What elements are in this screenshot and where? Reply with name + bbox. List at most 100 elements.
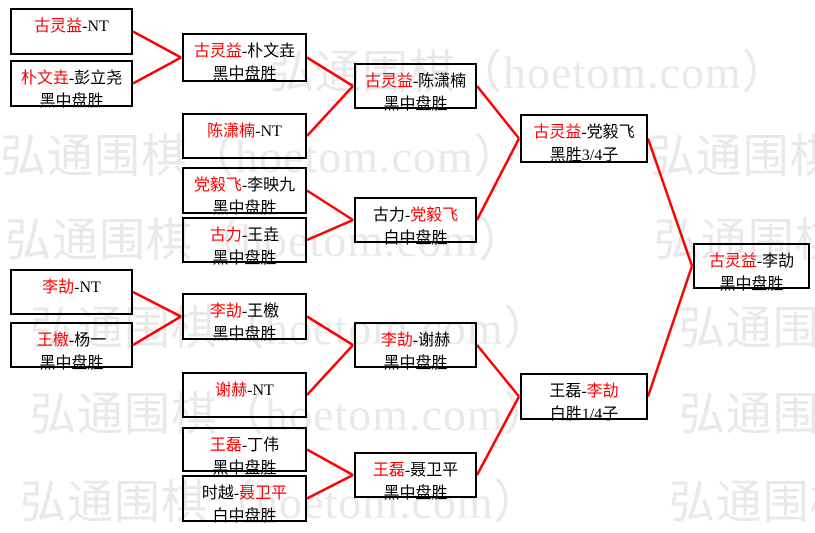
player-name: -彭立尧	[68, 70, 123, 87]
winner-name: 陈潇楠	[207, 123, 256, 140]
match-players: 古力-王垚	[184, 224, 305, 247]
winner-name: 王磊	[372, 462, 405, 479]
watermark-row: 弘通围棋（hoetom.com）弘通围棋（hoetom.com）	[30, 306, 815, 352]
match-players: 古力-党毅飞	[356, 204, 475, 227]
winner-name: 李劼	[209, 303, 242, 320]
match-players: 陈潇楠-NT	[184, 120, 305, 143]
connector-line	[306, 218, 354, 242]
match-box-c1: 古灵益-陈潇楠黑中盘胜	[354, 63, 477, 113]
watermark-row: 弘通围棋（hoetom.com）弘通围棋（hoetom.com）	[5, 218, 815, 264]
player-name: -李劼	[756, 253, 795, 270]
match-box-a4: 王檄-杨一黑中盘胜	[10, 322, 133, 372]
match-result: 白中盘胜	[383, 230, 448, 247]
watermark-text: 弘通围棋（hoetom.com）	[30, 389, 551, 440]
connector-line	[476, 85, 520, 140]
connector-line	[132, 30, 182, 59]
watermark-text: 弘通围棋（hoetom.com）	[5, 215, 526, 266]
match-result: 黑中盘胜	[212, 66, 277, 83]
match-result: 黑中盘胜	[212, 326, 277, 343]
match-box-d1: 古灵益-党毅飞黑胜3/4子	[520, 114, 648, 164]
player-name: -王檄	[241, 303, 280, 320]
connector-line	[476, 344, 520, 398]
match-box-a3: 李劼-NT	[10, 269, 133, 315]
match-players: 李劼-谢赫	[356, 329, 475, 352]
watermark-row: 弘通围棋（hoetom.com） 弘通围棋（hoetom.com）	[20, 480, 815, 526]
match-players: 王磊-聂卫平	[356, 459, 475, 482]
winner-name: 谢赫	[215, 382, 248, 399]
match-players: 古灵益-党毅飞	[522, 121, 646, 144]
match-result: 黑中盘胜	[39, 355, 104, 372]
match-players: 古灵益-陈潇楠	[356, 70, 475, 93]
player-name: 王磊-	[549, 383, 587, 400]
player-name: -NT	[255, 123, 282, 140]
watermark-text: 弘通围棋（hoetom.com）	[668, 477, 815, 528]
player-name: -陈潇楠	[412, 73, 467, 90]
player-name: -NT	[74, 279, 101, 296]
match-result: 黑中盘胜	[212, 460, 277, 477]
watermark-text: 弘通围棋（hoetom.com）	[678, 389, 815, 440]
match-box-b3: 党毅飞-李映九黑中盘胜	[182, 167, 307, 217]
connector-line	[306, 56, 354, 88]
match-box-e: 古灵益-李劼黑中盘胜	[693, 243, 810, 293]
match-players: 党毅飞-李映九	[184, 174, 305, 197]
watermark-row: 弘通围棋（hoetom.com）弘通围棋（hoetom.com）	[0, 134, 815, 180]
connector-line	[646, 138, 694, 267]
connector-line	[646, 265, 694, 397]
winner-name: 古灵益	[34, 18, 83, 35]
match-result: 黑中盘胜	[383, 485, 448, 502]
winner-name: 古力	[209, 227, 242, 244]
watermark-text: 弘通围棋（hoetom.com）	[0, 131, 521, 182]
match-result: 白中盘胜	[212, 508, 277, 525]
winner-name: 朴文垚	[20, 70, 69, 87]
match-box-b2: 陈潇楠-NT	[182, 113, 307, 159]
match-players: 李劼-王檄	[184, 300, 305, 323]
match-box-c4: 王磊-聂卫平黑中盘胜	[354, 452, 477, 502]
connector-line	[132, 290, 182, 318]
connector-line	[306, 473, 354, 500]
winner-name: 李劼	[42, 279, 75, 296]
match-result: 黑中盘胜	[212, 250, 277, 267]
winner-name: 王磊	[209, 437, 242, 454]
player-name: -李映九	[241, 177, 296, 194]
match-players: 古灵益-NT	[12, 15, 131, 38]
player-name: -丁伟	[241, 437, 280, 454]
match-box-b1: 古灵益-朴文垚黑中盘胜	[182, 33, 307, 83]
connector-line	[475, 395, 521, 476]
match-box-a2: 朴文垚-彭立尧黑中盘胜	[10, 60, 133, 110]
watermark-text: 弘通围棋（hoetom.com）	[678, 303, 815, 354]
player-name: -王垚	[241, 227, 280, 244]
winner-name: 古灵益	[708, 253, 757, 270]
match-result: 黑中盘胜	[719, 276, 784, 293]
match-box-b7: 王磊-丁伟黑中盘胜	[182, 427, 307, 477]
match-result: 白胜1/4子	[549, 406, 619, 423]
connector-line	[306, 85, 354, 137]
match-box-b8: 时越-聂卫平白中盘胜	[182, 475, 307, 525]
match-box-b4: 古力-王垚黑中盘胜	[182, 217, 307, 267]
winner-name: 党毅飞	[410, 207, 459, 224]
connector-line	[306, 344, 354, 396]
match-result: 黑中盘胜	[39, 93, 104, 110]
connector-line	[306, 189, 354, 222]
match-box-c3: 李劼-谢赫黑中盘胜	[354, 322, 477, 372]
match-result: 黑胜3/4子	[549, 147, 619, 164]
match-players: 谢赫-NT	[184, 379, 305, 402]
match-players: 李劼-NT	[12, 276, 131, 299]
match-players: 时越-聂卫平	[184, 482, 305, 505]
match-players: 古灵益-李劼	[695, 250, 808, 273]
watermark-text: 弘通围棋（hoetom.com）	[20, 477, 541, 528]
player-name: 时越-	[201, 485, 240, 502]
match-result: 黑中盘胜	[383, 355, 448, 372]
connector-line	[306, 315, 354, 347]
winner-name: 古灵益	[364, 73, 413, 90]
match-box-d2: 王磊-李劼白胜1/4子	[520, 373, 648, 423]
player-name: -NT	[82, 18, 109, 35]
connector-line	[475, 137, 521, 221]
match-players: 朴文垚-彭立尧	[12, 67, 131, 90]
player-name: -党毅飞	[581, 124, 635, 141]
winner-name: 古灵益	[193, 43, 242, 60]
player-name: -杨一	[68, 332, 107, 349]
winner-name: 党毅飞	[193, 177, 242, 194]
match-players: 古灵益-朴文垚	[184, 40, 305, 63]
